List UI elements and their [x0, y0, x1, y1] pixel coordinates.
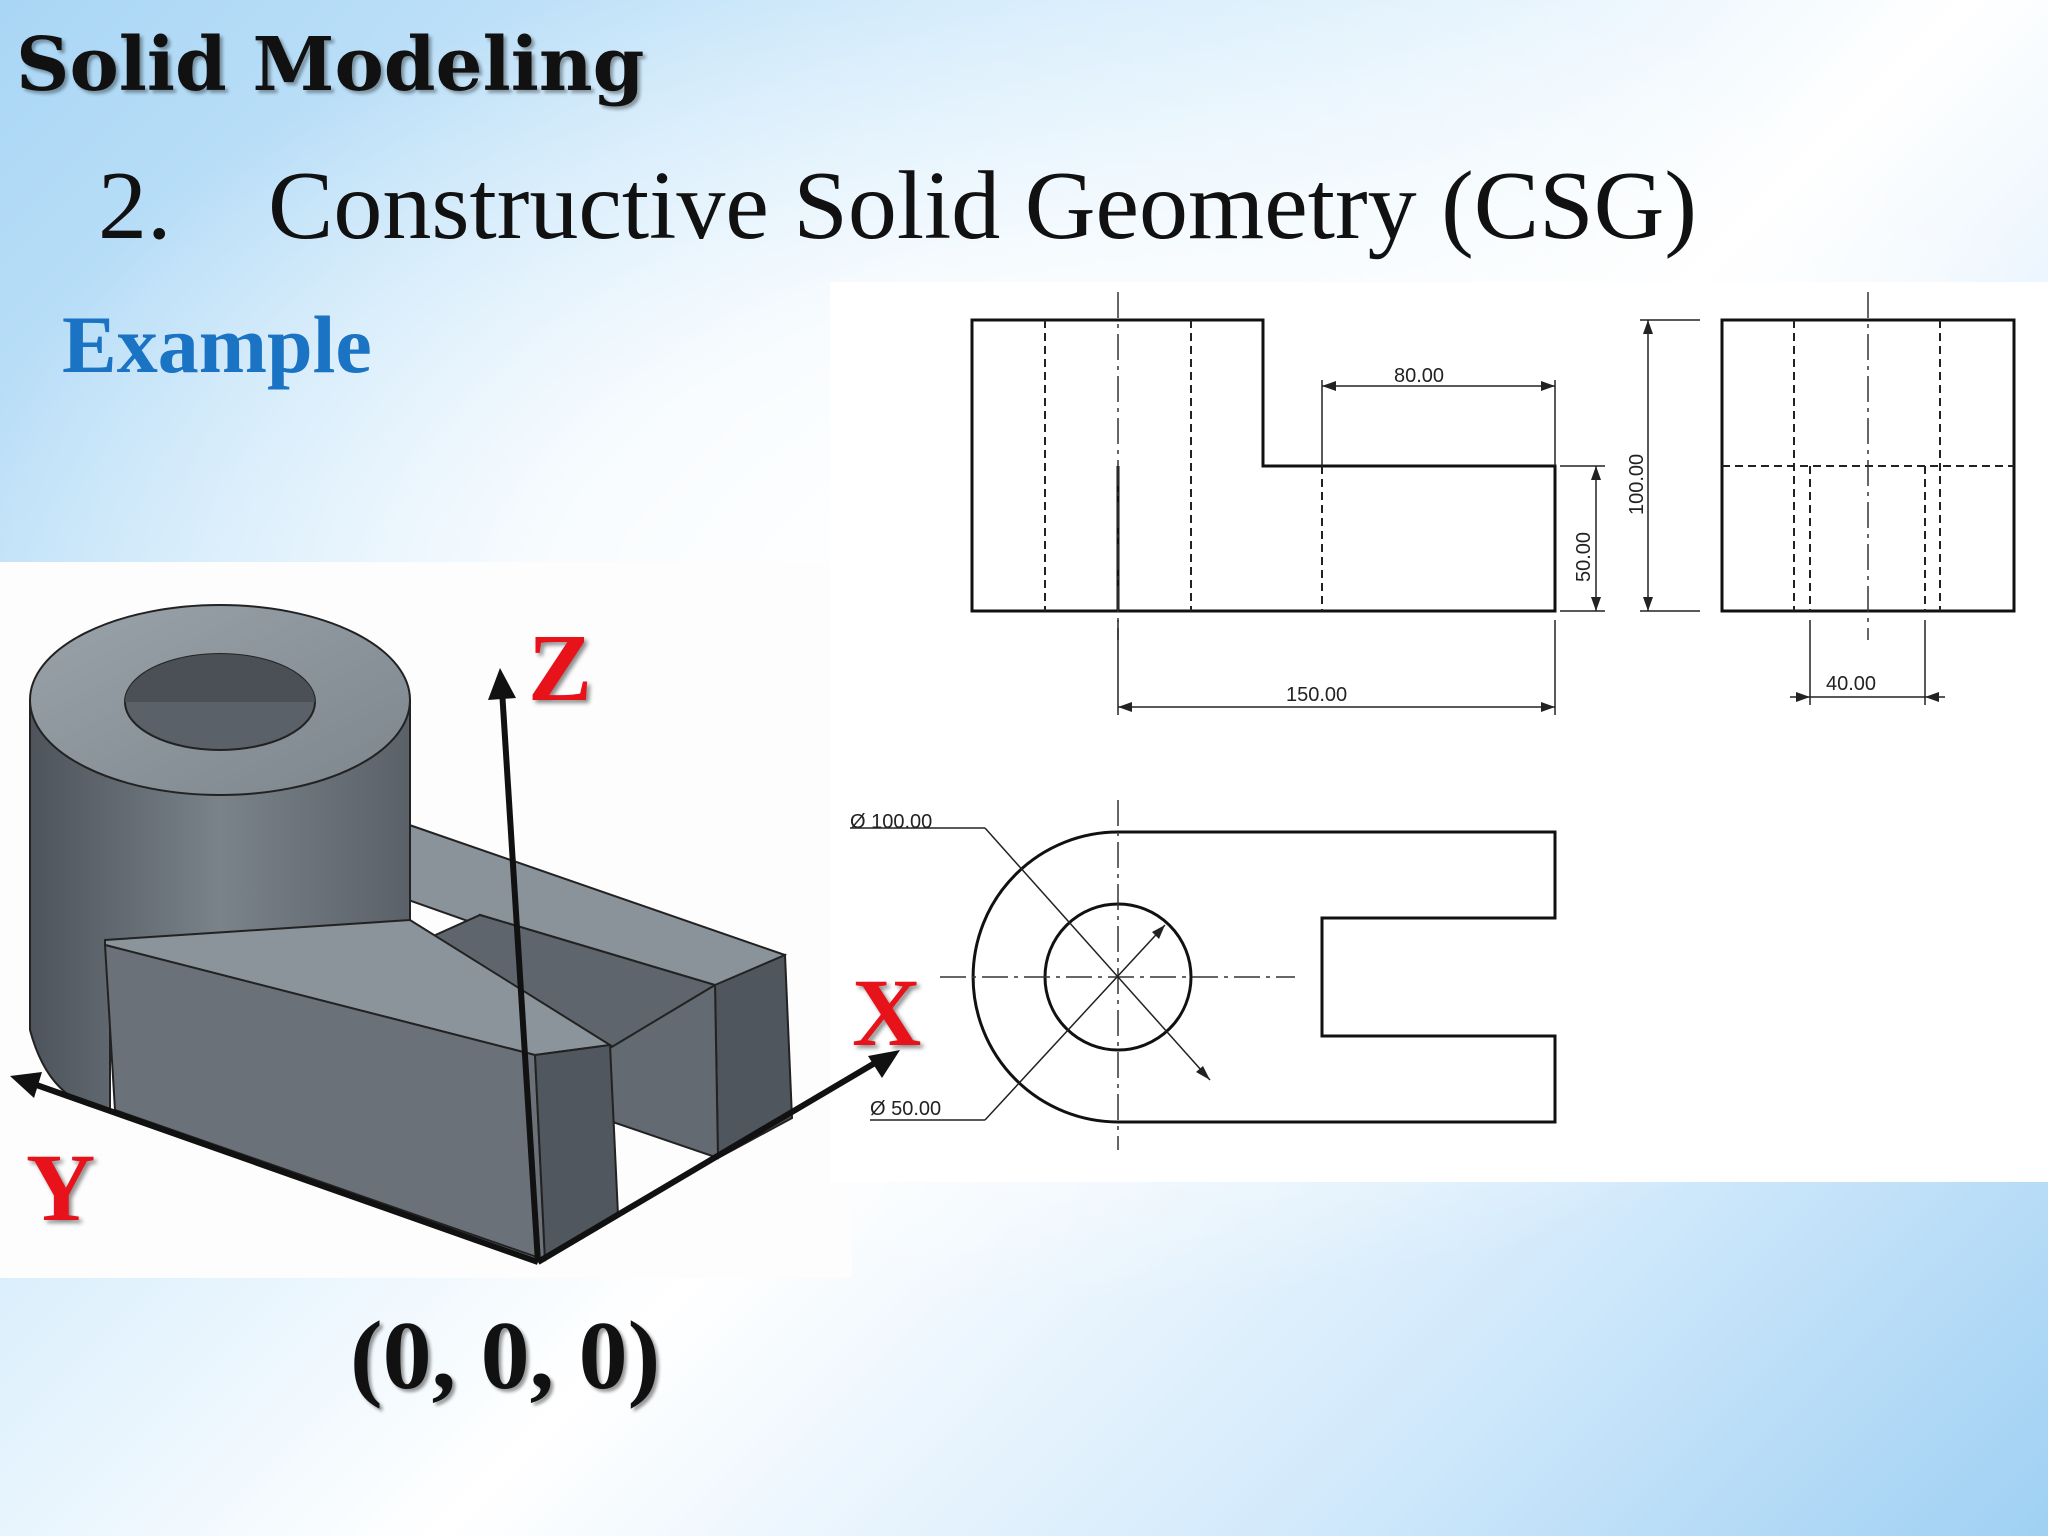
dim-height-small: 50.00	[1573, 532, 1595, 582]
subtitle-text: Constructive Solid Geometry (CSG)	[268, 152, 1698, 260]
orthographic-views-panel	[830, 282, 2048, 1182]
dim-outer-diameter: Ø 100.00	[850, 811, 932, 833]
dim-length: 150.00	[1286, 684, 1347, 706]
z-axis-line	[499, 689, 541, 1263]
x-axis-arrowhead	[868, 1050, 900, 1078]
y-axis-label: Y	[26, 1134, 95, 1241]
x-axis-line	[536, 1057, 882, 1265]
subtitle-number: 2.	[98, 152, 172, 260]
example-label: Example	[62, 299, 372, 390]
top-view-outline	[971, 830, 1557, 1124]
slide-title: Solid Modeling	[16, 22, 645, 108]
front-view-outline	[970, 318, 1557, 613]
y-axis-arrowhead	[10, 1072, 42, 1098]
coordinate-axes	[10, 668, 900, 1265]
dim-height-total: 100.00	[1626, 454, 1648, 515]
z-axis-arrowhead	[488, 668, 516, 700]
origin-label: (0, 0, 0)	[350, 1302, 661, 1410]
dim-inner-diameter: Ø 50.00	[870, 1098, 941, 1120]
slide-subtitle: 2. Constructive Solid Geometry (CSG)	[98, 150, 1697, 262]
x-axis-label: X	[852, 959, 921, 1066]
y-axis-line	[27, 1079, 539, 1265]
dim-top-width: 80.00	[1394, 365, 1444, 387]
dim-side-width: 40.00	[1826, 673, 1876, 695]
z-axis-label: Z	[528, 614, 592, 721]
